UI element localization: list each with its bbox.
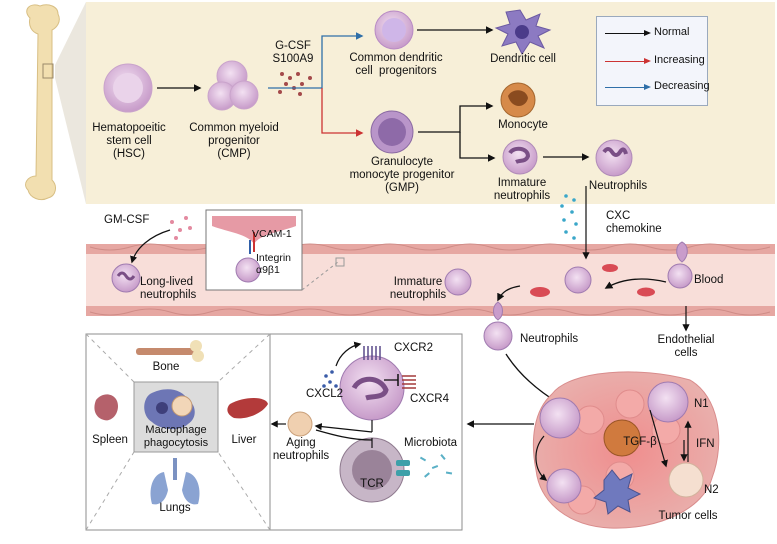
cxcl2-label: CXCL2 bbox=[306, 388, 344, 400]
n1-label: N1 bbox=[694, 398, 709, 410]
macrophage-art bbox=[144, 389, 195, 430]
tumor-cells-label: Tumor cells bbox=[658, 510, 718, 522]
cxcr2-label: CXCR2 bbox=[394, 342, 433, 354]
tcr-receptor bbox=[396, 460, 410, 476]
liver-label: Liver bbox=[231, 434, 257, 446]
endothelial-label: Endothelial cells bbox=[657, 334, 715, 359]
gmp-label: Granulocyte monocyte progenitor (GMP) bbox=[349, 156, 455, 194]
long-lived-label: Long-lived neutrophils bbox=[140, 276, 197, 301]
blood-label: Blood bbox=[694, 274, 724, 286]
gcsf-dots bbox=[278, 72, 312, 96]
neutrophils-label: Neutrophils bbox=[588, 180, 648, 192]
dendritic-cell-art bbox=[494, 9, 552, 55]
decreasing-arrow-icon bbox=[605, 83, 651, 90]
vcam-label: VCAM-1 bbox=[252, 228, 292, 240]
legend-normal-label: Normal bbox=[654, 26, 690, 38]
legend-decreasing: Decreasing bbox=[597, 79, 710, 95]
monocyte-label: Monocyte bbox=[498, 119, 548, 131]
gm-csf-label: GM-CSF bbox=[104, 214, 150, 226]
vessel-wall-top bbox=[86, 244, 775, 254]
cmp-cell bbox=[207, 60, 259, 111]
bone-art bbox=[136, 340, 204, 362]
legend-increasing: Increasing bbox=[597, 53, 707, 69]
ifn-label: IFN bbox=[696, 438, 715, 450]
immature-label: Immature neutrophils bbox=[493, 177, 551, 202]
microbiota-label: Microbiota bbox=[404, 437, 458, 449]
cxcr4-label: CXCR4 bbox=[410, 393, 449, 405]
microbiota-dots bbox=[419, 454, 453, 478]
cdp-label: Common dendritic cell progenitors bbox=[349, 52, 443, 77]
normal-arrow-icon bbox=[605, 29, 651, 36]
cxc-label: CXC chemokine bbox=[606, 210, 662, 235]
integrin-label: Integrin α9β1 bbox=[256, 252, 292, 276]
spleen-label: Spleen bbox=[92, 434, 128, 446]
macrophage-label: Macrophage phagocytosis bbox=[143, 424, 209, 449]
bone-label: Bone bbox=[152, 361, 180, 373]
legend-decreasing-label: Decreasing bbox=[654, 80, 710, 92]
dendritic-label: Dendritic cell bbox=[490, 53, 556, 65]
gm-csf-dots bbox=[170, 216, 192, 240]
legend-normal: Normal bbox=[597, 25, 707, 41]
cxcr2-receptor bbox=[363, 346, 381, 360]
aging-label: Aging neutrophils bbox=[272, 437, 330, 462]
vessel-wall-bottom bbox=[86, 306, 775, 316]
liver-art bbox=[227, 398, 268, 419]
immature-neutrophil-art bbox=[502, 139, 538, 175]
n2-label: N2 bbox=[704, 484, 719, 496]
legend: Normal Increasing Decreasing bbox=[596, 16, 710, 106]
aging-neutrophil-art bbox=[287, 411, 313, 437]
tcr-label: TCR bbox=[360, 478, 384, 490]
cxcl2-dots bbox=[322, 370, 338, 388]
spleen-art bbox=[94, 394, 118, 421]
cxcr4-receptor bbox=[402, 375, 416, 389]
femur-bone bbox=[25, 4, 60, 201]
cxc-dots bbox=[560, 194, 578, 240]
lungs-art bbox=[150, 458, 200, 505]
blood-immature-label: Immature neutrophils bbox=[389, 276, 447, 301]
lungs-label: Lungs bbox=[159, 502, 191, 514]
neutrophil-art bbox=[595, 139, 633, 177]
zoom-wedge bbox=[55, 2, 86, 204]
increasing-arrow-icon bbox=[605, 57, 651, 64]
cmp-label: Common myeloid progenitor (CMP) bbox=[189, 122, 279, 160]
tgf-label: TGF-β bbox=[623, 436, 657, 448]
hsc-label: Hematopoeitic stem cell (HSC) bbox=[92, 122, 166, 160]
gcsf-label: G-CSF S100A9 bbox=[272, 40, 314, 65]
blood-neutrophils-label: Neutrophils bbox=[520, 333, 579, 345]
legend-increasing-label: Increasing bbox=[654, 54, 705, 66]
